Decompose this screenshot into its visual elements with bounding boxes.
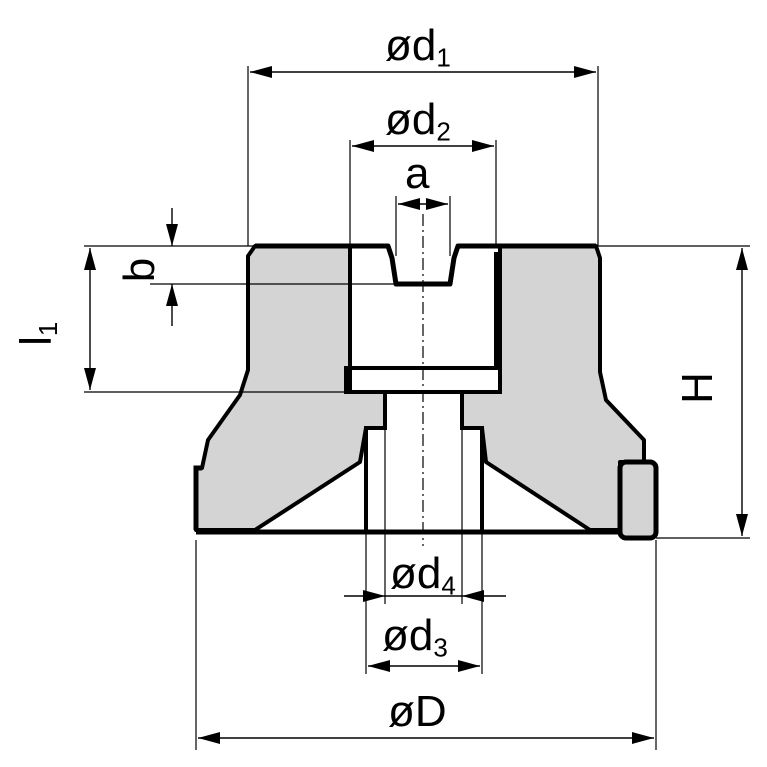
label-d3: ød3 (382, 611, 448, 663)
body-section-left (194, 244, 387, 532)
label-b: b (115, 257, 164, 283)
dimension-lines (84, 66, 748, 744)
label-H: H (673, 372, 722, 404)
label-l1: l1 (11, 321, 63, 346)
label-a: a (405, 149, 430, 198)
label-d4: ød4 (390, 549, 456, 601)
body-section-right (460, 244, 646, 532)
extension-lines (84, 66, 750, 750)
label-d1: ød1 (385, 21, 451, 73)
label-D: øD (388, 687, 447, 736)
cutting-insert (617, 459, 659, 541)
label-d2: ød2 (385, 95, 451, 147)
